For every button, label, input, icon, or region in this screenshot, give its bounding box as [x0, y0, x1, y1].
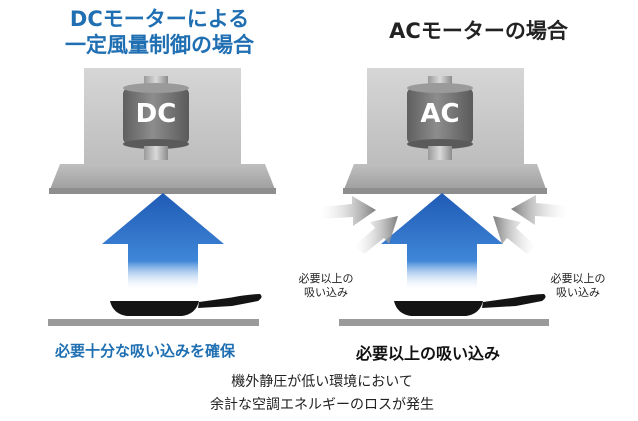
ac-side-label-left-line2: 吸い込み	[304, 286, 348, 299]
dc-title-line1: DCモーターによる	[69, 7, 250, 31]
ac-frying-pan	[339, 294, 549, 326]
ac-side-arrows-left	[320, 196, 398, 254]
dc-title-line2: 一定風量制御の場合	[65, 33, 254, 57]
dc-frying-pan	[48, 294, 262, 326]
dc-motor	[123, 76, 189, 160]
dc-airflow-arrow	[102, 193, 224, 290]
ac-note-line2: 余計な空調エネルギーのロスが発生	[210, 397, 434, 413]
ac-side-arrows-right	[493, 195, 568, 254]
dc-motor-label: DC	[135, 99, 177, 129]
dc-caption: 必要十分な吸い込みを確保	[55, 342, 236, 360]
ac-motor	[407, 76, 473, 160]
ac-side-label-left-line1: 必要以上の	[298, 272, 354, 285]
ac-motor-label: AC	[420, 99, 460, 129]
ac-side-label-right-line2: 吸い込み	[556, 286, 600, 299]
ac-title: ACモーターの場合	[389, 19, 568, 43]
ac-note-line1: 機外静圧が低い環境において	[231, 374, 413, 390]
ac-side-label-left: 必要以上の 吸い込み	[286, 272, 366, 300]
ac-side-label-right: 必要以上の 吸い込み	[538, 272, 618, 300]
ac-side-label-right-line1: 必要以上の	[550, 272, 606, 285]
ac-caption: 必要以上の吸い込み	[356, 344, 501, 363]
ac-airflow-arrow	[381, 193, 503, 290]
